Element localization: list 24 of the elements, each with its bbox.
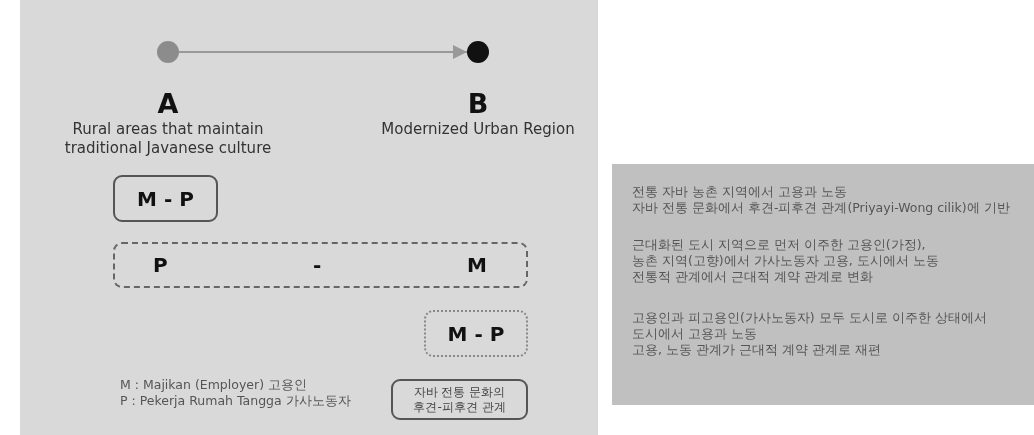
description-line: 자바 전통 문화에서 후견-피후견 관계(Priyayi-Wong cilik)에 기반 [632, 200, 1010, 217]
dashed-relation-box [113, 242, 528, 288]
region-letter: A [156, 88, 180, 119]
relation-box: M - P [113, 175, 218, 222]
dotted-relation-box: M - P [424, 310, 528, 357]
region-description: Rural areas that maintain traditional Javanese culture [63, 120, 273, 158]
description-line: 농촌 지역(고향)에서 가사노동자 고용, 도시에서 노동 [632, 253, 939, 270]
region-description: Modernized Urban Region [380, 120, 576, 139]
description-line: 전통적 관계에서 근대적 계약 관계로 변화 [632, 269, 873, 286]
description-line: 고용인과 피고용인(가사노동자) 모두 도시로 이주한 상태에서 [632, 310, 987, 327]
legend-text: 자바 전통 문화의 후견-피후견 관계 [412, 384, 507, 415]
description-line: 근대화된 도시 지역으로 먼저 이주한 고용인(가정), [632, 237, 926, 254]
arrow [178, 45, 468, 59]
relation-letter: - [313, 253, 322, 277]
text-panel [612, 164, 1034, 405]
legend-box [391, 379, 528, 420]
abbreviation-note: P : Pekerja Rumah Tangga 가사노동자 [120, 393, 351, 410]
region-letter: B [466, 88, 490, 119]
relation-letter: P [153, 253, 168, 277]
description-line: 전통 자바 농촌 지역에서 고용과 노동 [632, 184, 847, 201]
abbreviation-note: M : Majikan (Employer) 고용인 [120, 377, 307, 394]
description-line: 고용, 노동 관계가 근대적 계약 관계로 재편 [632, 342, 881, 359]
relation-letter: M [467, 253, 487, 277]
description-line: 도시에서 고용과 노동 [632, 326, 757, 343]
